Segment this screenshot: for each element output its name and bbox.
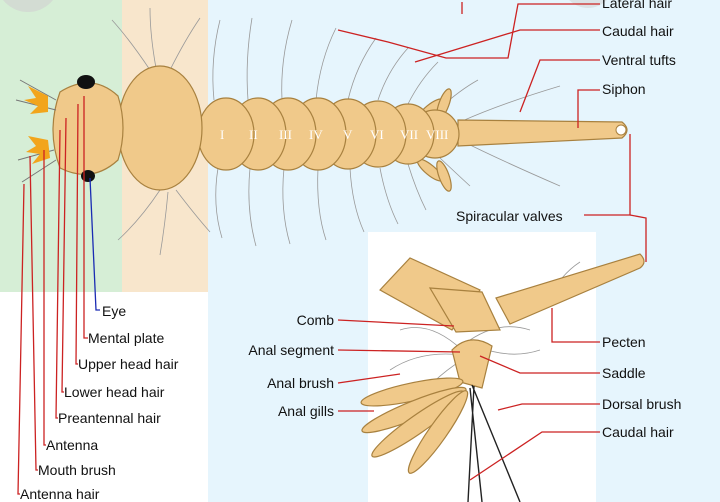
labels-detail-right: Pecten Saddle Dorsal brush Caudal hair [602, 334, 681, 440]
segment-label: II [249, 127, 258, 142]
labels-top-right: Lateral hair Caudal hair Ventral tufts S… [456, 0, 676, 224]
label-lateral-hair: Lateral hair [602, 0, 672, 11]
labels-head: Eye Mental plate Upper head hair Lower h… [20, 303, 179, 502]
anal-gills-graphic [360, 377, 469, 474]
corner-shadow-left [3, 0, 53, 12]
segment-label: III [279, 127, 292, 142]
label-ventral-tufts: Ventral tufts [602, 52, 676, 68]
siphon [457, 119, 628, 147]
labels-detail-left: Comb Anal segment Anal brush Anal gills [248, 312, 334, 419]
label-saddle: Saddle [602, 365, 646, 381]
leader-lines [17, 2, 647, 495]
label-mouth-brush: Mouth brush [38, 462, 116, 478]
abdomen [197, 97, 460, 171]
label-antenna-hair: Antenna hair [20, 486, 100, 502]
label-caudal-hair-top: Caudal hair [602, 23, 674, 39]
segment-label: IV [309, 127, 323, 142]
label-siphon: Siphon [602, 81, 646, 97]
label-eye: Eye [102, 303, 126, 319]
segment-label: VIII [426, 127, 448, 142]
label-preantennal-hair: Preantennal hair [58, 410, 161, 426]
label-mental-plate: Mental plate [88, 330, 164, 346]
label-caudal-hair-detail: Caudal hair [602, 424, 674, 440]
eye-upper [77, 75, 95, 89]
segment-numerals: I II III IV V VI VII VIII [220, 127, 448, 142]
segment-label: VII [400, 127, 418, 142]
larva-hairs [111, 7, 561, 256]
label-pecten: Pecten [602, 334, 646, 350]
siphon-tip [615, 124, 627, 136]
segment-label: VI [370, 127, 384, 142]
label-spiracular-valves: Spiracular valves [456, 208, 563, 224]
eye-lower [81, 170, 95, 182]
label-anal-gills: Anal gills [278, 403, 334, 419]
label-lower-head-hair: Lower head hair [64, 384, 165, 400]
head [15, 75, 124, 183]
label-comb: Comb [297, 312, 335, 328]
label-antenna: Antenna [46, 437, 98, 453]
label-anal-brush: Anal brush [267, 375, 334, 391]
thorax [117, 65, 203, 191]
tail-detail [360, 253, 645, 502]
label-anal-segment: Anal segment [248, 342, 334, 358]
label-upper-head-hair: Upper head hair [78, 356, 179, 372]
label-dorsal-brush: Dorsal brush [602, 396, 681, 412]
segment-label: I [220, 127, 224, 142]
segment-label: V [343, 127, 353, 142]
